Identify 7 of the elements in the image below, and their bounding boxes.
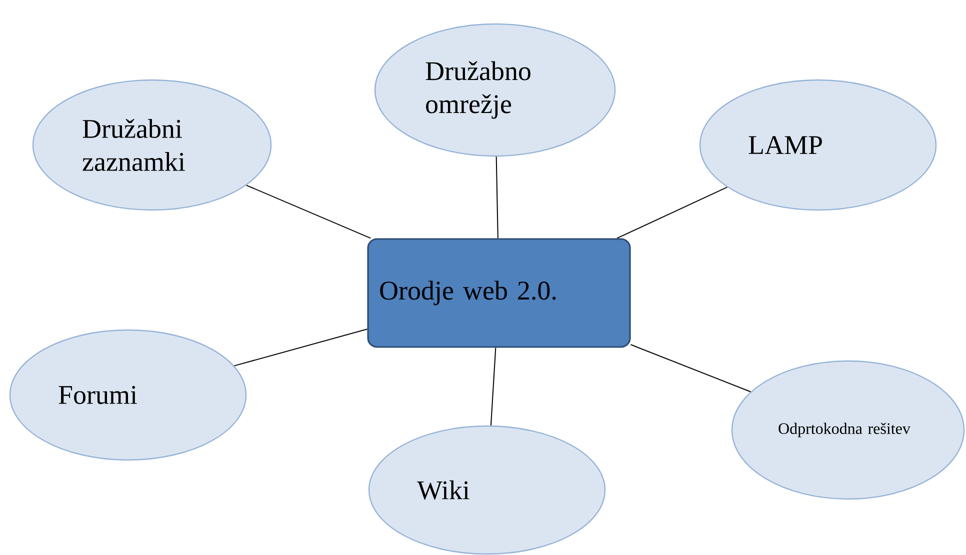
connector-line [496, 156, 498, 239]
connector-line [630, 344, 752, 392]
central-box: Orodje web 2.0. [367, 238, 631, 348]
connector-line [234, 328, 368, 366]
connector-line [246, 184, 372, 239]
connector-line [490, 347, 496, 426]
connector-line [616, 186, 728, 239]
